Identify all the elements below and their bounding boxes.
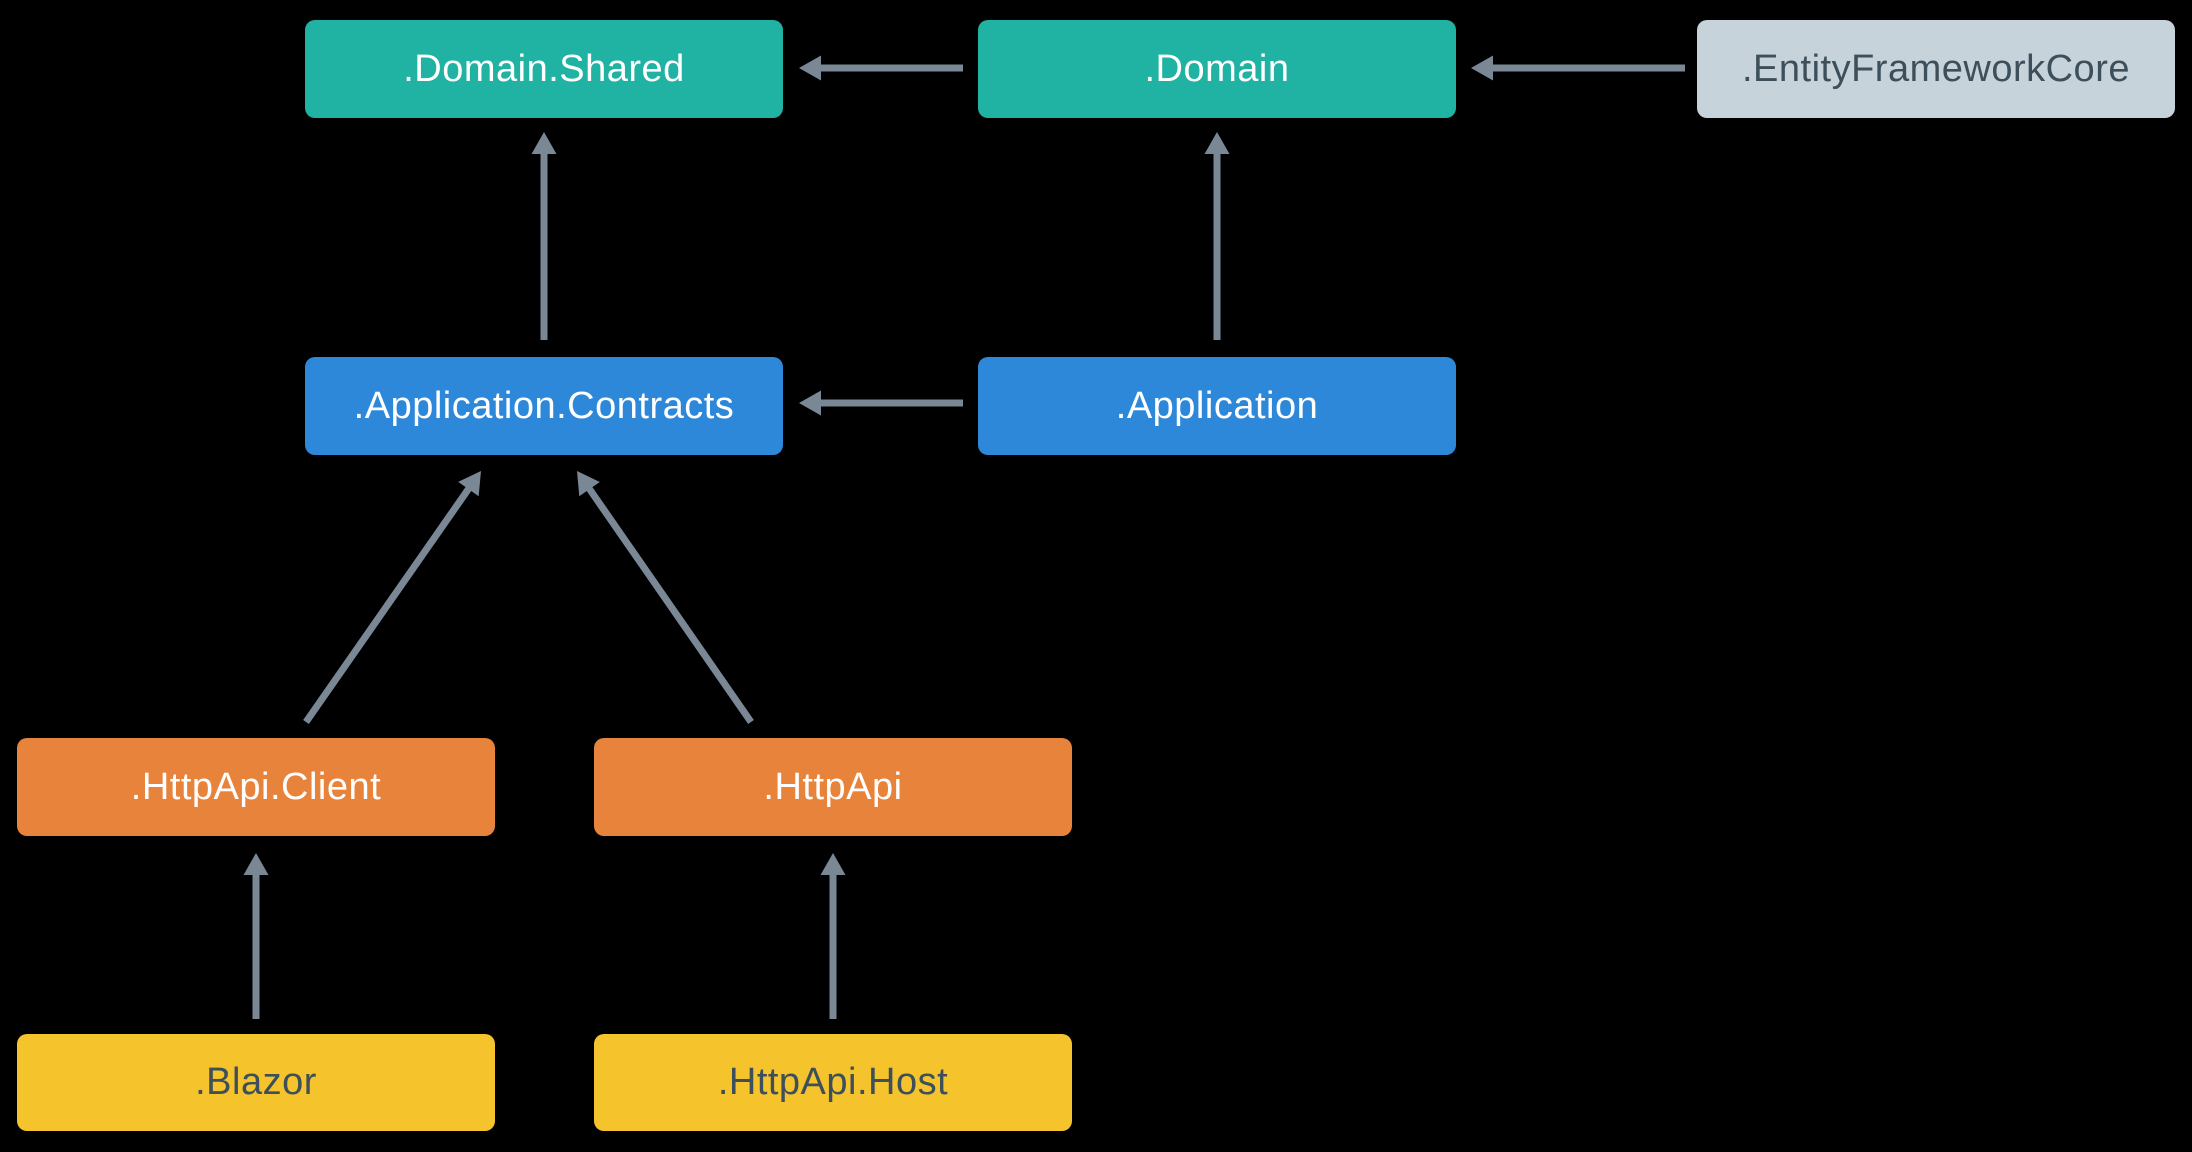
node-application-contracts: .Application.Contracts (305, 357, 783, 455)
node-domain-shared: .Domain.Shared (305, 20, 783, 118)
edge-httpapi-to-application-contracts (585, 485, 754, 724)
node-httpapi: .HttpApi (594, 738, 1072, 836)
node-domain-shared-label: .Domain.Shared (403, 47, 685, 90)
node-httpapi-client-label: .HttpApi.Client (130, 765, 382, 808)
edge-application-contracts-to-domain-shared-arrowhead-icon (531, 132, 557, 154)
node-application-contracts-label: .Application.Contracts (353, 384, 735, 427)
edge-httpapi-host-to-httpapi-arrowhead-icon (820, 853, 846, 875)
edge-entity-framework-core-to-domain-arrowhead-icon (1471, 55, 1493, 81)
edge-httpapi-client-to-application-contracts (303, 485, 473, 725)
edge-blazor-to-httpapi-client-arrowhead-icon (243, 853, 269, 875)
node-httpapi-host-label: .HttpApi.Host (717, 1061, 949, 1103)
node-entity-framework-core-label: .EntityFrameworkCore (1742, 47, 2130, 90)
node-domain: .Domain (978, 20, 1456, 118)
edge-httpapi-client-to-application-contracts-arrowhead-icon (458, 471, 481, 497)
edge-domain-to-domain-shared-arrowhead-icon (799, 55, 821, 81)
node-httpapi-host: .HttpApi.Host (594, 1034, 1072, 1131)
node-application-label: .Application (1115, 384, 1319, 427)
node-blazor-label: .Blazor (195, 1061, 317, 1103)
node-httpapi-client: .HttpApi.Client (17, 738, 495, 836)
node-entity-framework-core: .EntityFrameworkCore (1697, 20, 2175, 118)
node-httpapi-label: .HttpApi (763, 765, 903, 808)
edge-httpapi-to-application-contracts-arrowhead-icon (577, 471, 600, 497)
node-blazor: .Blazor (17, 1034, 495, 1131)
edge-application-to-domain-arrowhead-icon (1204, 132, 1230, 154)
node-domain-label: .Domain (1144, 47, 1290, 90)
node-application: .Application (978, 357, 1456, 455)
edge-application-to-application-contracts-arrowhead-icon (799, 390, 821, 416)
